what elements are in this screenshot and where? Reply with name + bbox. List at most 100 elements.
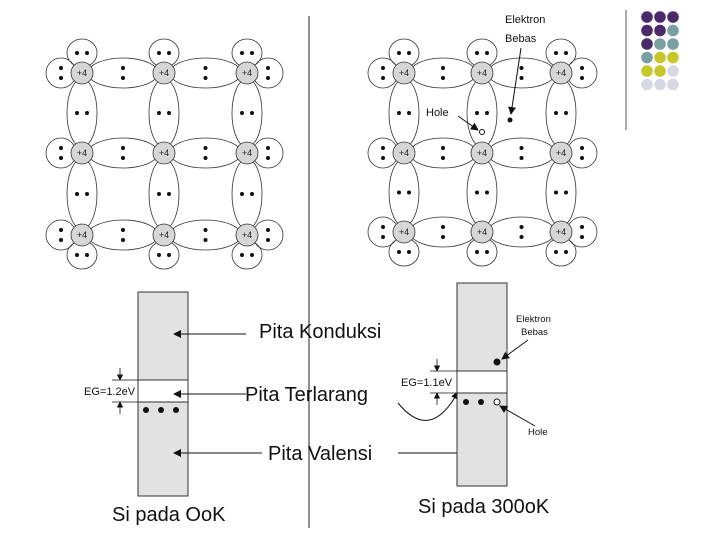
atom-charge-label: +4 (159, 148, 169, 158)
decorative-dot (641, 78, 653, 91)
band-hole-pointer (499, 405, 536, 427)
bond-electron (485, 111, 489, 115)
bond-loop (409, 216, 477, 248)
bond-electron (167, 111, 171, 115)
decorative-dot (641, 38, 653, 50)
atom-charge-label: +4 (77, 230, 87, 240)
bond-electron (397, 190, 401, 195)
silicon-atom (235, 223, 259, 247)
bond-electron (266, 66, 270, 70)
bond-electron (441, 235, 445, 239)
valence-band-300K (456, 392, 508, 487)
bond-loop (487, 216, 556, 248)
bond-electron (554, 190, 558, 195)
atom-charge-label: +4 (477, 148, 487, 158)
bond-electron (407, 190, 411, 195)
bond-electron (381, 66, 385, 70)
atom-charge-label: +4 (77, 148, 87, 158)
silicon-atom (70, 61, 94, 85)
valence-band-0K (137, 401, 189, 497)
bond-electron (167, 51, 171, 55)
bond-loop (169, 219, 242, 251)
label-forbidden-band: Pita Terlarang (245, 384, 368, 406)
bond-electron (407, 111, 411, 115)
silicon-atom (470, 220, 494, 244)
bond-electron (240, 111, 244, 115)
bond-electron (266, 76, 270, 80)
decorative-dot (654, 24, 666, 37)
bond-electron (75, 192, 79, 196)
silicon-lattice-0K: +4+4+4+4+4+4+4+4+4 (45, 38, 284, 270)
decorative-dot (654, 38, 666, 50)
bond-electron (59, 238, 63, 242)
bond-loop (388, 78, 420, 148)
bond-electron (381, 225, 385, 229)
bond-loop (169, 57, 242, 89)
bond-electron (59, 76, 63, 80)
bond-electron (580, 235, 584, 239)
bond-electron (75, 51, 79, 55)
valence-electron (173, 407, 179, 413)
bond-electron (85, 51, 89, 55)
bond-loop (545, 158, 577, 227)
bond-electron (203, 76, 208, 80)
decorative-dot (667, 65, 679, 77)
bond-electron (564, 190, 568, 195)
bond-electron (441, 76, 445, 80)
hole-label-lattice: Hole (426, 107, 449, 119)
bond-electron (121, 66, 125, 70)
atom-charge-label: +4 (556, 148, 566, 158)
bond-electron (59, 228, 63, 232)
bond-electron (475, 250, 479, 254)
free-electron-dot (507, 117, 513, 123)
bond-loop (87, 57, 159, 89)
bond-electron (564, 250, 568, 254)
caption-0K: Si pada OoK (112, 504, 226, 526)
hole-marker-lattice (479, 129, 485, 135)
bond-loop (66, 78, 98, 148)
conduction-band-0K (137, 291, 189, 381)
bond-electron (266, 228, 270, 232)
bond-electron (564, 111, 568, 115)
bond-electron (75, 111, 79, 115)
atom-charge-label: +4 (477, 227, 487, 237)
bond-electron (266, 238, 270, 242)
atom-charge-label: +4 (159, 230, 169, 240)
silicon-atom (470, 61, 494, 85)
bond-electron (381, 76, 385, 80)
bond-loop (148, 158, 180, 230)
bond-electron (485, 51, 489, 55)
atom-charge-label: +4 (399, 227, 409, 237)
decorative-dot (641, 11, 653, 23)
bond-electron (407, 250, 411, 254)
bond-loop (487, 57, 556, 89)
bond-electron (475, 51, 479, 55)
bond-electron (519, 76, 524, 80)
band-gap-label-0K: EG=1.2eV (84, 386, 136, 398)
bond-electron (441, 225, 445, 229)
silicon-atom (70, 141, 94, 165)
bond-electron (59, 146, 63, 150)
bond-electron (59, 66, 63, 70)
valence-electron (158, 407, 164, 413)
bond-electron (203, 146, 208, 150)
bond-electron (250, 111, 254, 115)
bond-electron (85, 111, 89, 115)
decorative-dot (641, 24, 653, 37)
hole-pointer-lattice (457, 115, 479, 131)
forbidden-gap-0K (137, 379, 189, 403)
decorative-dot (654, 78, 666, 91)
bond-electron (519, 225, 524, 229)
decorative-dot (641, 65, 653, 77)
bond-electron (85, 253, 89, 257)
bond-loop (466, 78, 498, 148)
bond-electron (85, 192, 89, 196)
bond-electron (564, 51, 568, 55)
valence-hole (493, 398, 501, 406)
bond-electron (266, 156, 270, 160)
bond-electron (203, 238, 208, 242)
bond-electron (580, 146, 584, 150)
bond-loop (545, 78, 577, 148)
atom-charge-label: +4 (242, 68, 252, 78)
decorative-dot (667, 11, 679, 23)
